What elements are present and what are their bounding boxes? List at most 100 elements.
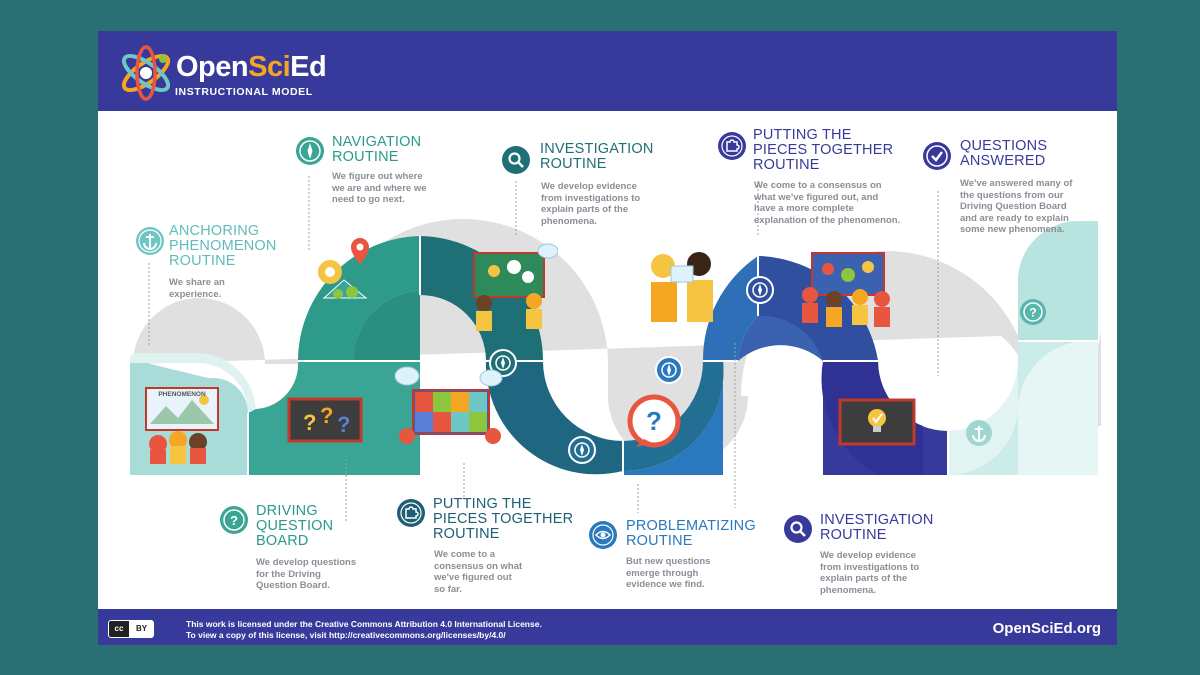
- desc-line: have a more complete: [754, 203, 854, 214]
- cc-by-badge[interactable]: cc BY: [108, 620, 154, 638]
- title-line: INVESTIGATION: [820, 512, 934, 528]
- desc-line: We develop evidence: [541, 181, 637, 192]
- title-line: PUTTING THE: [753, 127, 852, 143]
- desc-line: We come to a consensus on: [754, 180, 882, 191]
- brand-subtitle: INSTRUCTIONAL MODEL: [175, 86, 313, 98]
- lightbulb-board-illustration: [838, 398, 916, 446]
- title-line: DRIVING: [256, 503, 318, 519]
- title-line: ROUTINE: [540, 156, 607, 172]
- desc-line: phenomena.: [541, 215, 597, 227]
- site-link[interactable]: OpenSciEd.org: [992, 620, 1101, 637]
- question-board-illustration: ? ? ?: [287, 397, 363, 443]
- step-desc-anchoring: We share an experience.: [169, 277, 225, 300]
- desc-line: we are and where we: [332, 182, 427, 194]
- desc-line: We come to a: [434, 549, 496, 560]
- brand-sci: Sci: [248, 51, 291, 83]
- step-title-questions-answered: QUESTIONS ANSWERED: [960, 139, 1047, 169]
- step-desc-problematizing: But new questions emerge through evidenc…: [626, 556, 710, 591]
- desc-line: We develop evidence: [820, 550, 916, 561]
- desc-line: some new phenomena.: [960, 224, 1065, 235]
- check-icon: [923, 142, 951, 170]
- title-line: PIECES TOGETHER: [433, 511, 574, 527]
- footer-banner: [98, 609, 1117, 645]
- svg-text:?: ?: [230, 513, 238, 528]
- title-line: ANCHORING: [169, 223, 260, 239]
- phenomenon-board-illustration: [145, 387, 219, 464]
- desc-line: But new questions: [626, 556, 711, 567]
- compass-marker-icon: [746, 276, 774, 304]
- brand-open: Open: [176, 51, 249, 83]
- title-line: PUTTING THE: [433, 496, 532, 512]
- step-desc-driving-question: We develop questions for the Driving Que…: [256, 557, 356, 592]
- atom-logo-icon: [121, 45, 171, 101]
- step-title-driving-question: DRIVING QUESTION BOARD: [256, 504, 333, 549]
- step-title-investigation-bottom: INVESTIGATION ROUTINE: [820, 513, 934, 543]
- question-marker-icon: ?: [1020, 299, 1046, 325]
- title-line: QUESTION: [256, 518, 334, 534]
- desc-line: the questions from our: [960, 189, 1064, 201]
- title-line: ROUTINE: [820, 527, 887, 543]
- compass-marker-icon: [568, 436, 596, 464]
- svg-text:?: ?: [337, 412, 350, 437]
- desc-line: we've figured out: [434, 572, 512, 583]
- svg-text:?: ?: [646, 406, 662, 436]
- step-desc-navigation: We figure out where we are and where we …: [332, 171, 427, 206]
- step-desc-investigation-top: We develop evidence from investigations …: [541, 181, 640, 227]
- svg-text:?: ?: [1029, 306, 1036, 320]
- license-link[interactable]: To view a copy of this license, visit ht…: [186, 630, 506, 640]
- title-line: PROBLEMATIZING: [626, 518, 756, 534]
- desc-line: We develop questions: [256, 557, 357, 568]
- desc-line: for the Driving: [256, 568, 321, 580]
- title-line: PHENOMENON: [169, 238, 277, 254]
- desc-line: We share an: [169, 277, 225, 288]
- desc-line: experience.: [169, 288, 222, 300]
- by-label: BY: [135, 624, 148, 633]
- magnifier-icon: [502, 146, 530, 174]
- title-line: ROUTINE: [433, 526, 500, 542]
- title-line: PIECES TOGETHER: [753, 142, 894, 158]
- step-title-pieces-bottom: PUTTING THE PIECES TOGETHER ROUTINE: [433, 497, 573, 542]
- desc-line: emerge through: [626, 567, 699, 579]
- step-title-navigation: NAVIGATION ROUTINE: [332, 135, 421, 165]
- desc-line: explain parts of the: [820, 573, 908, 584]
- route-road: [130, 176, 1101, 521]
- desc-line: from investigations to: [541, 192, 641, 204]
- header-banner: OpenSciEd INSTRUCTIONAL MODEL: [98, 31, 1117, 111]
- desc-line: what we've figured out, and: [754, 191, 879, 203]
- svg-text:?: ?: [320, 403, 333, 428]
- step-desc-pieces-top: We come to a consensus on what we've fig…: [754, 180, 900, 226]
- phenomenon-board-label: PHENOMENON: [158, 391, 206, 398]
- desc-line: evidence we find.: [626, 579, 705, 590]
- desc-line: explanation of the phenomenon.: [754, 214, 901, 226]
- title-line: ROUTINE: [753, 157, 820, 173]
- puzzle-board-illustration: [394, 366, 503, 444]
- license-text: This work is licensed under the Creative…: [186, 619, 542, 641]
- compass-icon: [296, 137, 324, 165]
- title-line: INVESTIGATION: [540, 141, 654, 157]
- anchor-icon: [136, 227, 164, 255]
- step-title-pieces-top: PUTTING THE PIECES TOGETHER ROUTINE: [753, 128, 893, 173]
- problematizing-question-illustration: ?: [627, 394, 681, 448]
- title-line: NAVIGATION: [332, 134, 422, 150]
- title-line: ROUTINE: [169, 253, 236, 269]
- cc-label: cc: [109, 621, 129, 637]
- desc-line: Driving Question Board: [960, 201, 1067, 212]
- step-desc-pieces-bottom: We come to a consensus on what we've fig…: [434, 549, 522, 595]
- puzzle-icon: [397, 499, 425, 527]
- desc-line: Question Board.: [256, 580, 330, 591]
- svg-text:?: ?: [303, 410, 316, 435]
- desc-line: so far.: [434, 583, 462, 595]
- desc-line: from investigations to: [820, 561, 920, 573]
- puzzle-icon: [718, 132, 746, 160]
- desc-line: explain parts of the: [541, 204, 629, 215]
- eye-icon: [589, 521, 617, 549]
- step-title-investigation-top: INVESTIGATION ROUTINE: [540, 142, 654, 172]
- question-icon: ?: [220, 506, 248, 534]
- consensus-people-illustration: [651, 252, 713, 322]
- desc-line: We've answered many of: [960, 178, 1073, 189]
- step-title-anchoring: ANCHORING PHENOMENON ROUTINE: [169, 224, 277, 269]
- brand-name: OpenSciEd: [176, 51, 327, 84]
- step-desc-questions-answered: We've answered many of the questions fro…: [960, 178, 1072, 236]
- navigation-map-illustration: [318, 238, 369, 299]
- compass-marker-icon: [655, 356, 683, 384]
